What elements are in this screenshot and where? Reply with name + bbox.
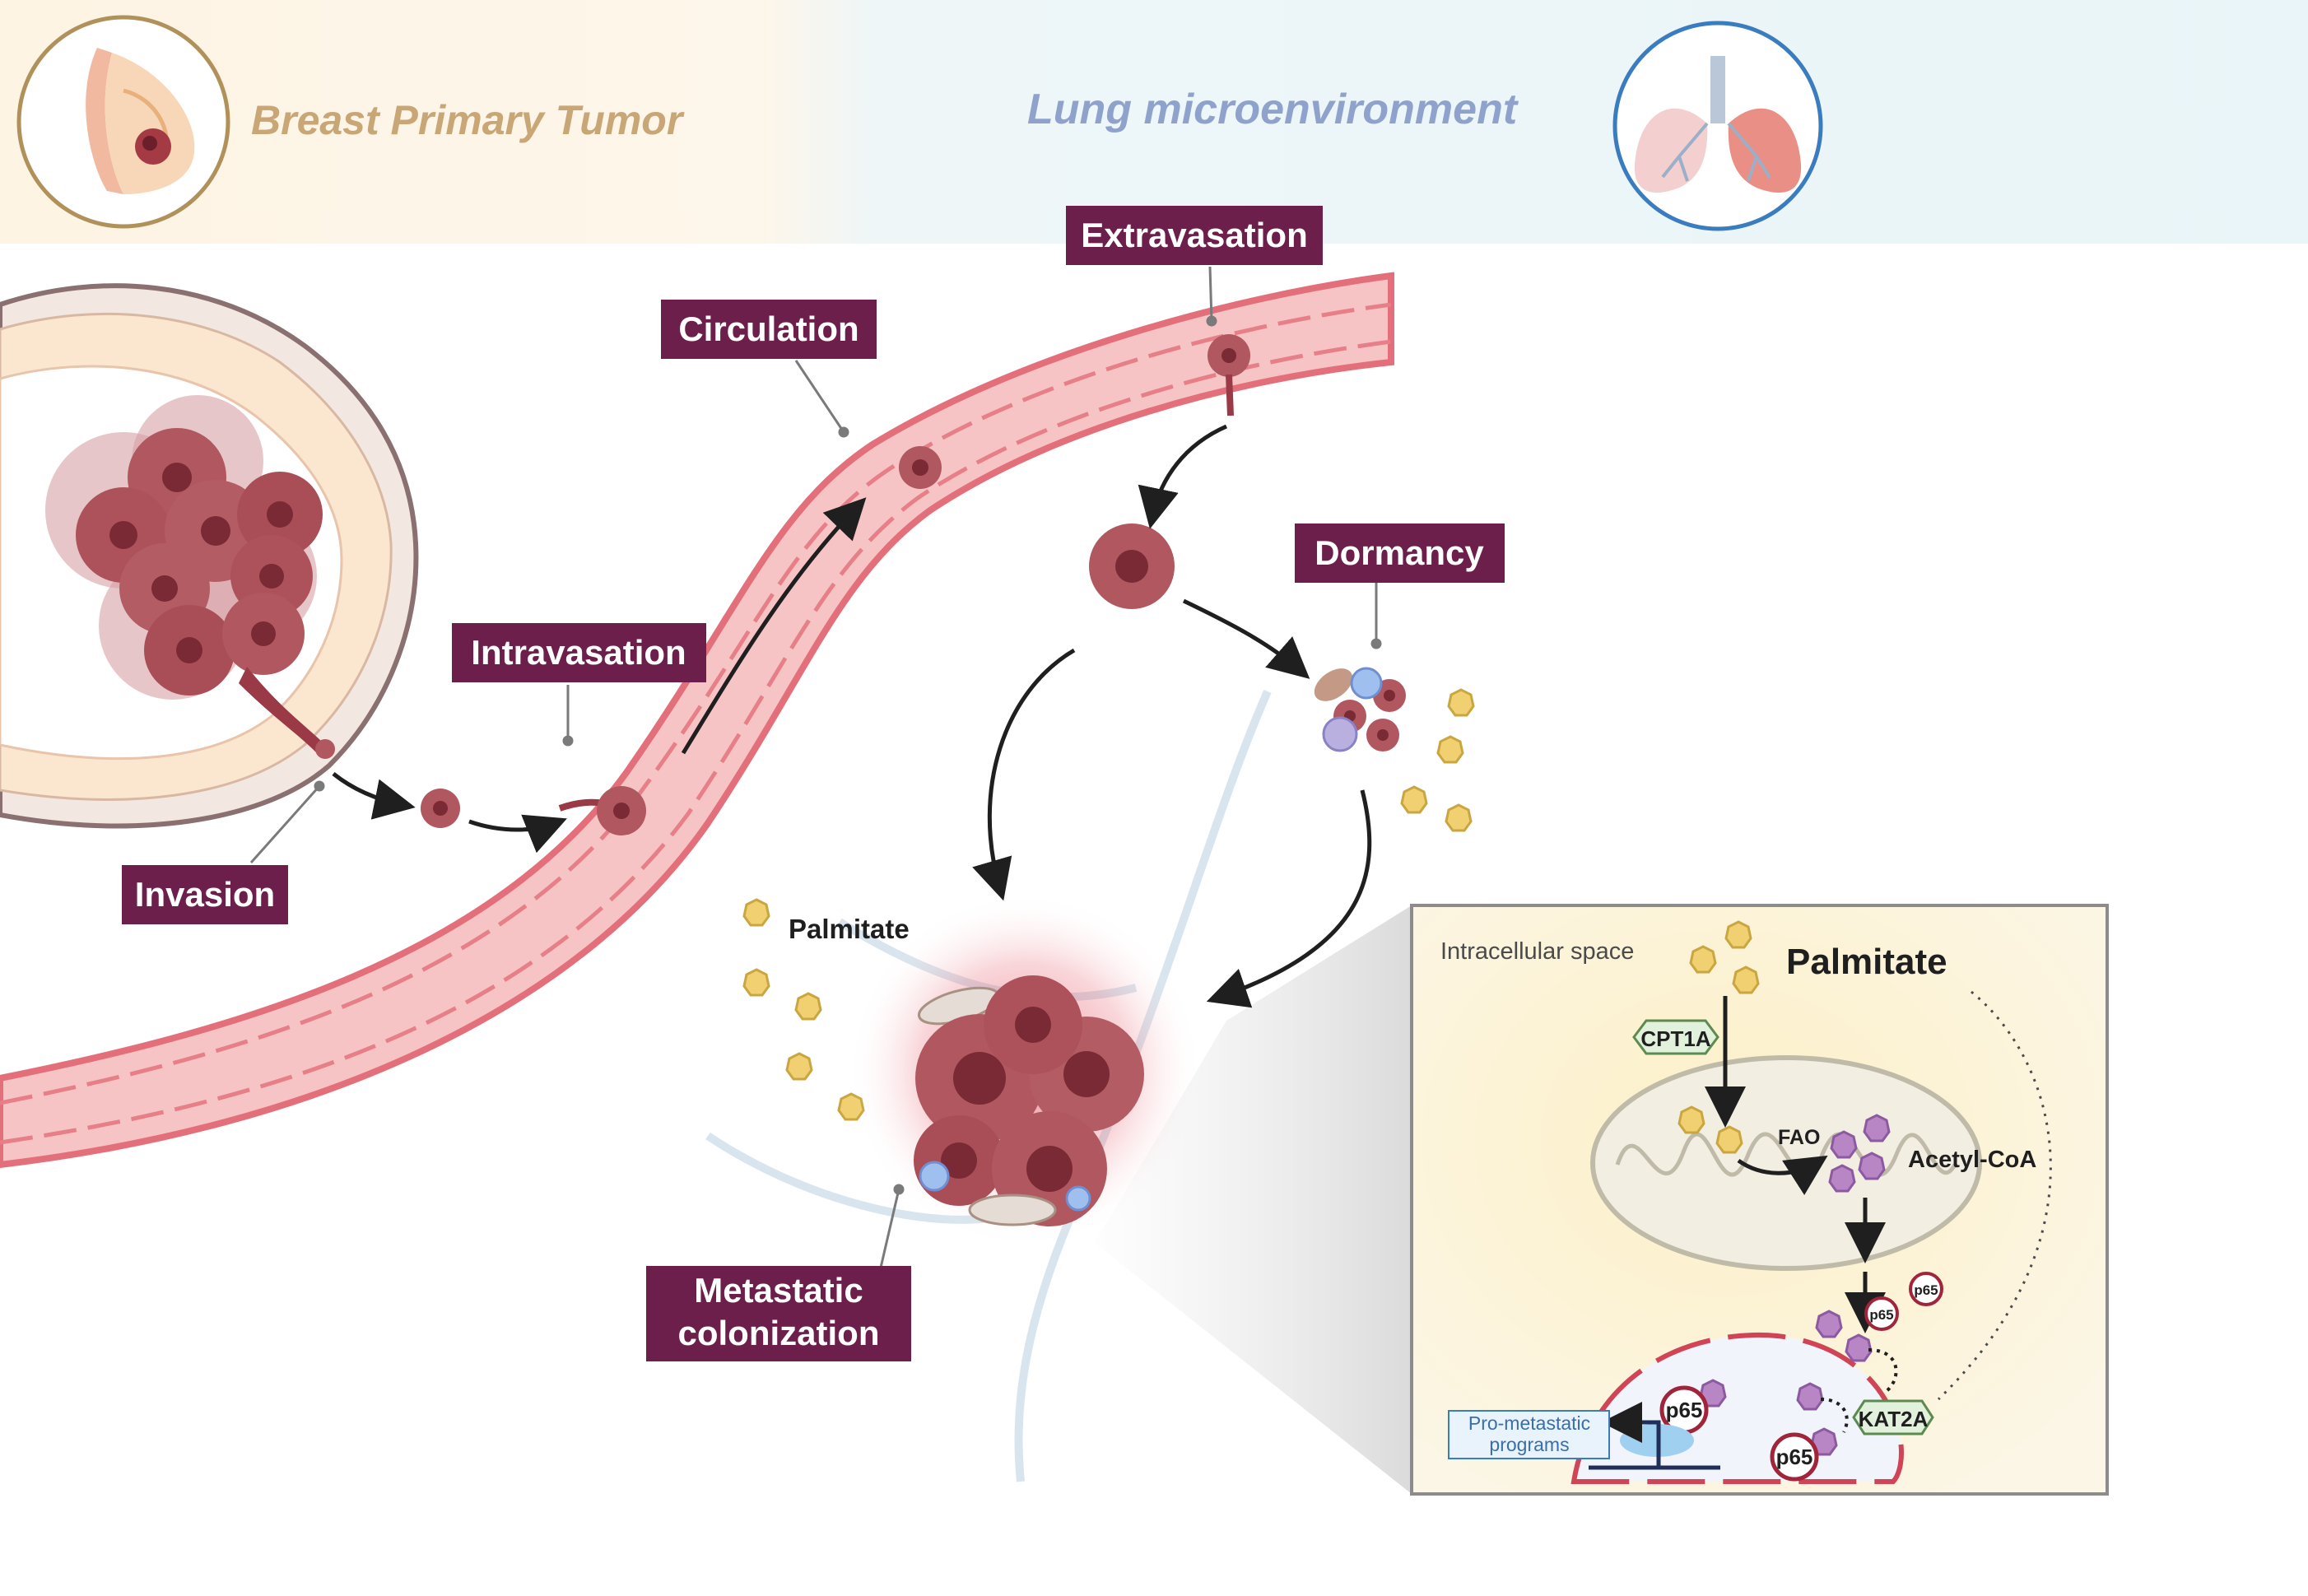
acetyl-coa-label: Acetyl-CoA bbox=[1908, 1147, 2036, 1173]
fao-label: FAO bbox=[1778, 1126, 1820, 1149]
inset-palmitate-molecules bbox=[1689, 920, 1760, 994]
arrow-invasion-to-ctc bbox=[332, 772, 416, 820]
acetyl-groups-nuclear bbox=[1699, 1310, 1873, 1456]
label-intravasation-text: Intravasation bbox=[471, 633, 686, 672]
label-invasion: Invasion bbox=[122, 865, 288, 924]
acetylation-link-2 bbox=[1820, 1398, 1849, 1433]
p65-label-b: p65 bbox=[1869, 1307, 1893, 1323]
inset-signal-arc bbox=[1937, 990, 2052, 1401]
inset-palmitate-in-mito bbox=[1677, 1105, 1743, 1154]
p65-label-d: p65 bbox=[1666, 1398, 1703, 1422]
lungs-icon bbox=[1612, 21, 1823, 231]
p65-cytoplasmic-2: p65 bbox=[1864, 1296, 1899, 1331]
arrow-to-lung bbox=[1138, 424, 1228, 529]
arrow-fao bbox=[1737, 1155, 1828, 1195]
label-extravasation: Extravasation bbox=[1066, 206, 1323, 265]
tumor-cell-intravasating bbox=[558, 786, 646, 835]
flow-arrows bbox=[332, 424, 1372, 1008]
p65-label-a: p65 bbox=[1914, 1282, 1938, 1298]
label-dormancy-text: Dormancy bbox=[1315, 533, 1484, 572]
p65-nuclear-large: p65 bbox=[1770, 1432, 1819, 1482]
header-right-title: Lung microenvironment bbox=[1027, 86, 1519, 133]
dna-promoter bbox=[1589, 1402, 1720, 1470]
label-metastatic-line2: colonization bbox=[678, 1314, 880, 1352]
arrow-dormancy-to-colonization bbox=[1206, 789, 1372, 1008]
kat2a-label: KAT2A bbox=[1859, 1407, 1929, 1431]
program-line2: programs bbox=[1489, 1434, 1569, 1455]
label-metastatic-colonization: Metastatic colonization bbox=[646, 1266, 911, 1361]
arrow-to-colonization bbox=[972, 648, 1076, 901]
label-invasion-text: Invasion bbox=[135, 875, 275, 914]
intracellular-inset: Intracellular space Palmitate CPT1A FAO bbox=[1410, 904, 2109, 1496]
cpt1a-label: CPT1A bbox=[1640, 1026, 1710, 1051]
label-metastatic-line1: Metastatic bbox=[694, 1271, 863, 1310]
pro-metastatic-programs-box: Pro-metastatic programs bbox=[1448, 1410, 1610, 1459]
tumor-cell-extravasated bbox=[1089, 523, 1175, 609]
header-band bbox=[0, 0, 2308, 244]
label-extravasation-text: Extravasation bbox=[1081, 216, 1307, 254]
label-intravasation: Intravasation bbox=[452, 623, 706, 682]
label-circulation-text: Circulation bbox=[678, 309, 859, 348]
label-circulation: Circulation bbox=[661, 300, 877, 359]
palmitate-molecules-dormancy bbox=[1400, 688, 1475, 832]
kat2a-enzyme: KAT2A bbox=[1852, 1399, 1934, 1435]
tumor-cell-extravasating bbox=[1208, 334, 1250, 416]
label-dormancy: Dormancy bbox=[1295, 523, 1505, 583]
p65-label-c: p65 bbox=[1776, 1445, 1813, 1469]
inset-space-label: Intracellular space bbox=[1440, 938, 1634, 965]
cpt1a-enzyme: CPT1A bbox=[1632, 1019, 1719, 1055]
program-line1: Pro-metastatic bbox=[1468, 1412, 1590, 1434]
blood-vessel bbox=[0, 272, 1394, 1169]
arrow-into-circulation bbox=[681, 497, 867, 755]
acetyl-coa-molecules bbox=[1828, 1114, 1891, 1193]
leader-lines bbox=[249, 266, 1382, 1268]
zoom-cone bbox=[1095, 905, 1412, 1494]
tumor-cell-invading bbox=[421, 789, 460, 828]
acetylation-link bbox=[1868, 1348, 1898, 1393]
breast-tumor-icon bbox=[16, 15, 230, 229]
metastatic-colony bbox=[848, 893, 1202, 1247]
header-left-title: Breast Primary Tumor bbox=[251, 97, 685, 143]
primary-tumor-mass bbox=[45, 395, 335, 759]
arrow-to-dormancy bbox=[1182, 598, 1310, 679]
tumor-cell-circulating bbox=[899, 446, 942, 489]
p65-cytoplasmic: p65 bbox=[1909, 1272, 1943, 1306]
arrow-ctc-to-vessel bbox=[468, 814, 567, 854]
palmitate-label: Palmitate bbox=[789, 914, 910, 944]
dormant-cell-cluster bbox=[1314, 667, 1406, 752]
inset-palmitate-title: Palmitate bbox=[1786, 942, 1947, 982]
